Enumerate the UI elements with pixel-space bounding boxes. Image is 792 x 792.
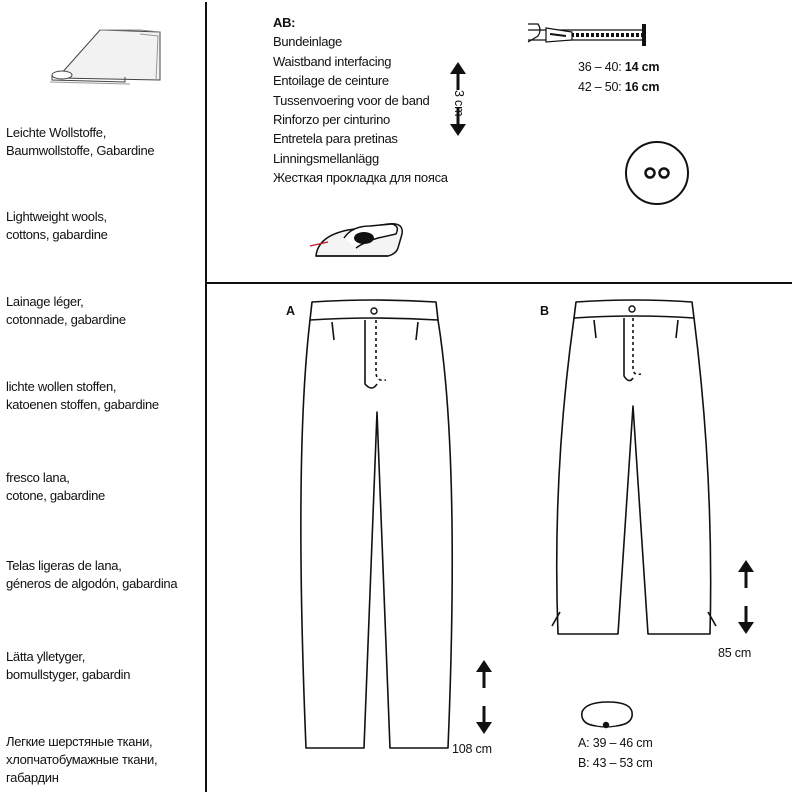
interfacing-line: Entretela para pretinas: [273, 131, 398, 147]
view-a-label: A: [286, 304, 295, 318]
elastic-row-b: B: 43 – 53 cm: [578, 756, 653, 770]
trousers-b-drawing: [551, 299, 717, 635]
fabric-desc-en: Lightweight wools,cottons, gabardine: [6, 209, 108, 242]
length-arrow-b-icon: [738, 560, 754, 634]
trousers-a-drawing: [300, 299, 454, 749]
elastic-row-a: A: 39 – 46 cm: [578, 736, 653, 750]
interfacing-header: AB:: [273, 15, 296, 30]
zipper-length-row-1: 36 – 40: 14 cm: [578, 60, 660, 74]
fabric-desc-es: Telas ligeras de lana,géneros de algodón…: [6, 558, 178, 591]
vertical-divider: [205, 2, 207, 792]
elastic-view-label: A:: [578, 736, 590, 750]
fabric-desc-sv: Lätta ylletyger,bomullstyger, gabardin: [6, 649, 131, 682]
interfacing-width-arrow-icon: [450, 62, 466, 136]
interfacing-line: Жесткая прокладка для пояса: [273, 170, 448, 186]
fabric-desc-nl: lichte wollen stoffen,katoenen stoffen, …: [6, 379, 159, 412]
interfacing-line: Tussenvoering voor de band: [273, 92, 430, 108]
length-b-label: 85 cm: [718, 646, 752, 660]
horizontal-divider: [205, 282, 792, 284]
zipper-length: 14 cm: [624, 60, 660, 74]
fabric-desc-it: fresco lana,cotone, gabardine: [6, 470, 105, 503]
view-b-label: B: [540, 304, 549, 318]
interfacing-line: Bundeinlage: [273, 34, 342, 50]
length-arrow-a-icon: [476, 660, 492, 734]
zipper-length: 16 cm: [624, 80, 660, 94]
zipper-sizes: 36 – 40:: [578, 60, 622, 74]
iron-icon: [309, 222, 403, 257]
elastic-length: 39 – 46 cm: [592, 736, 653, 750]
fabric-desc-de: Leichte Wollstoffe,Baumwollstoffe, Gabar…: [6, 125, 155, 158]
zipper-sizes: 42 – 50:: [578, 80, 622, 94]
button-icon: [625, 141, 689, 205]
fabric-desc-ru: Легкие шерстяные ткани,хлопчатобумажные …: [6, 734, 158, 785]
elastic-view-label: B:: [578, 756, 590, 770]
interfacing-line: Entoilage de ceinture: [273, 73, 389, 89]
interfacing-line: Rinforzo per cinturino: [273, 112, 390, 128]
zipper-icon: [527, 23, 646, 46]
interfacing-line: Linningsmellanlägg: [273, 150, 379, 166]
zipper-length-row-2: 42 – 50: 16 cm: [578, 80, 660, 94]
interfacing-list: AB: Bundeinlage Waistband interfacing En…: [273, 13, 448, 188]
length-a-label: 108 cm: [452, 742, 492, 756]
elastic-length: 43 – 53 cm: [592, 756, 653, 770]
fabric-roll-icon: [49, 29, 161, 85]
interfacing-line: Waistband interfacing: [273, 53, 392, 69]
elastic-band-icon: [580, 701, 633, 729]
fabric-desc-fr: Lainage léger,cotonnade, gabardine: [6, 294, 126, 327]
interfacing-width-label: 3 cm: [452, 90, 466, 117]
